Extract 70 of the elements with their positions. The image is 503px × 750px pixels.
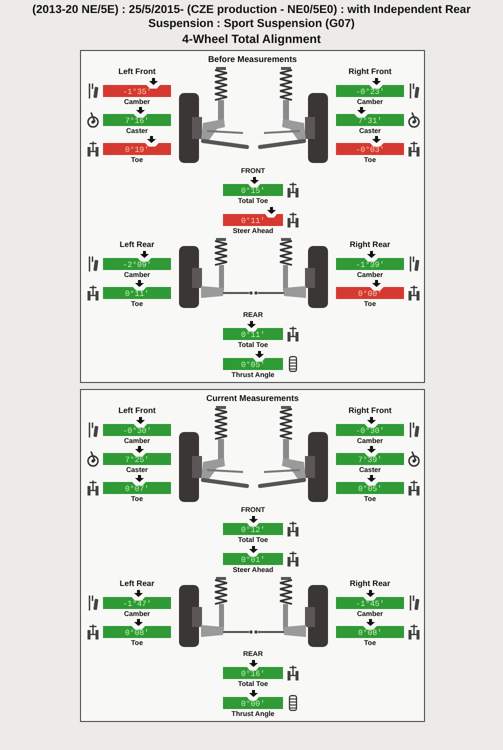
angle-value: 0°15' — [241, 187, 265, 196]
angle-value: 0°11' — [241, 331, 265, 340]
angle-value: -0°23' — [356, 88, 384, 97]
measurement-panel — [80, 389, 425, 722]
wheel-position-label: Left Rear — [120, 579, 154, 589]
angle-value: 0°08' — [358, 629, 382, 638]
gauge-bar — [103, 287, 171, 299]
wheel-position-label: Right Rear — [350, 579, 390, 589]
angle-value: -1°35' — [122, 88, 152, 97]
gauge-bar — [103, 85, 171, 97]
angle-value: 0°05' — [241, 361, 265, 370]
angle-value: 0°19' — [125, 146, 149, 155]
angle-value: 0°00' — [241, 700, 265, 709]
angle-value: -0°03' — [356, 146, 384, 155]
angle-value: 0°01' — [241, 556, 265, 565]
gauge-bar — [103, 424, 171, 436]
wheel-position-label: Right Rear — [350, 240, 390, 250]
angle-value: -1°39' — [356, 261, 384, 270]
wheel-position-label: Left Rear — [120, 240, 154, 250]
gauge-bar — [336, 482, 404, 494]
gauge-bar — [336, 453, 404, 465]
gauge-bar — [223, 553, 283, 565]
gauge-bar — [336, 85, 404, 97]
gauge-bar — [336, 424, 404, 436]
gauge-bar — [223, 667, 283, 679]
gauge-bar — [103, 626, 171, 638]
angle-value: 0°00' — [358, 290, 382, 299]
gauge-bar — [336, 597, 404, 609]
gauge-bar — [336, 258, 404, 270]
panel-heading: Before Measurements — [208, 54, 297, 64]
gauge-bar — [103, 482, 171, 494]
vehicle-spec-text: (2013-20 NE/5E) : 25/5/2015- (CZE production - NE0/5E0) : with Independent Rear Suspension : Sport Suspension (G07) — [31, 3, 472, 31]
gauge-bar — [223, 358, 283, 370]
angle-value: 7°16' — [125, 117, 149, 126]
gauge-bar — [336, 114, 404, 126]
panel-heading: Current Measurements — [206, 393, 299, 403]
angle-value: -1°45' — [356, 600, 384, 609]
angle-value: -0°30' — [356, 427, 384, 436]
angle-value: 0°05' — [358, 485, 382, 494]
gauge-bar — [336, 626, 404, 638]
angle-value: 7°25' — [125, 456, 149, 465]
gauge-bar — [223, 214, 283, 226]
wheel-position-label: Left Front — [118, 406, 156, 416]
angle-value: -2°09' — [122, 261, 152, 270]
wheel-position-label: Left Front — [118, 67, 156, 77]
angle-value: 0°16' — [241, 670, 265, 679]
gauge-bar — [103, 453, 171, 465]
angle-value: 7°39' — [358, 456, 382, 465]
wheel-position-label: Right Front — [348, 406, 392, 416]
gauge-bar — [223, 184, 283, 196]
angle-value: -1°47' — [122, 600, 152, 609]
gauge-bar — [103, 258, 171, 270]
gauge-bar — [223, 328, 283, 340]
gauge-bar — [103, 143, 171, 155]
report-title: 4-Wheel Total Alignment — [182, 32, 321, 46]
angle-value: 0°08' — [125, 629, 149, 638]
angle-value: -0°30' — [122, 427, 152, 436]
wheel-position-label: Right Front — [348, 67, 392, 77]
gauge-bar — [103, 597, 171, 609]
gauge-bar — [103, 114, 171, 126]
gauge-bar — [223, 697, 283, 709]
angle-value: 7°31' — [358, 117, 382, 126]
gauge-bar — [223, 523, 283, 535]
angle-value: 0°11' — [241, 217, 265, 226]
angle-value: 0°07' — [125, 485, 149, 494]
angle-value: 0°11' — [125, 290, 149, 299]
gauge-bar — [336, 143, 404, 155]
gauge-bar — [336, 287, 404, 299]
angle-value: 0°12' — [241, 526, 265, 535]
measurement-panel — [80, 50, 425, 383]
